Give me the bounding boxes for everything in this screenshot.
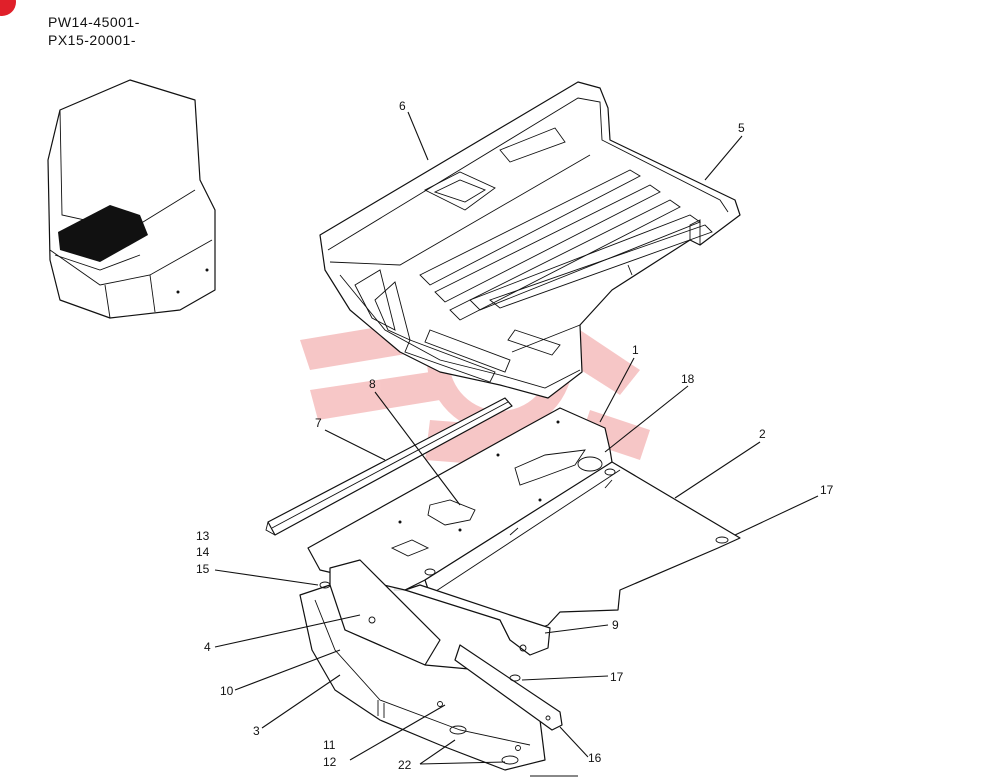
strip-part	[454, 644, 563, 731]
callout-17-lower: 17	[610, 670, 624, 684]
callout-6: 6	[399, 99, 406, 113]
callout-16: 16	[588, 751, 602, 765]
serial-range-1: PW14-45001-	[48, 14, 140, 30]
callout-9: 9	[612, 618, 619, 632]
serial-range-2: PX15-20001-	[48, 32, 137, 48]
callout-22: 22	[398, 758, 412, 772]
callout-2: 2	[759, 427, 766, 441]
callout-18: 18	[681, 372, 695, 386]
callout-5: 5	[738, 121, 745, 135]
corner-badge-icon	[0, 0, 16, 16]
rail-part	[265, 397, 513, 536]
callout-17-upper: 17	[820, 483, 834, 497]
callout-3: 3	[253, 724, 260, 738]
callout-15: 15	[196, 562, 210, 576]
callout-14: 14	[196, 545, 210, 559]
callout-labels: 1 2 3 4 5 6 7 8 9 10 11 12 13 14 15 16 1…	[196, 99, 834, 772]
callout-8: 8	[369, 377, 376, 391]
cab-inset-view	[47, 79, 216, 319]
leader-lines	[214, 111, 819, 777]
callout-12: 12	[323, 755, 337, 769]
lower-guard-part	[299, 584, 546, 771]
floor-mat-part	[319, 81, 741, 399]
bolts	[319, 468, 729, 682]
callout-10: 10	[220, 684, 234, 698]
callout-13: 13	[196, 529, 210, 543]
callout-4: 4	[204, 640, 211, 654]
callout-11: 11	[323, 738, 336, 752]
bracket-part	[404, 584, 551, 656]
callout-1: 1	[632, 343, 639, 357]
callout-7: 7	[315, 416, 322, 430]
